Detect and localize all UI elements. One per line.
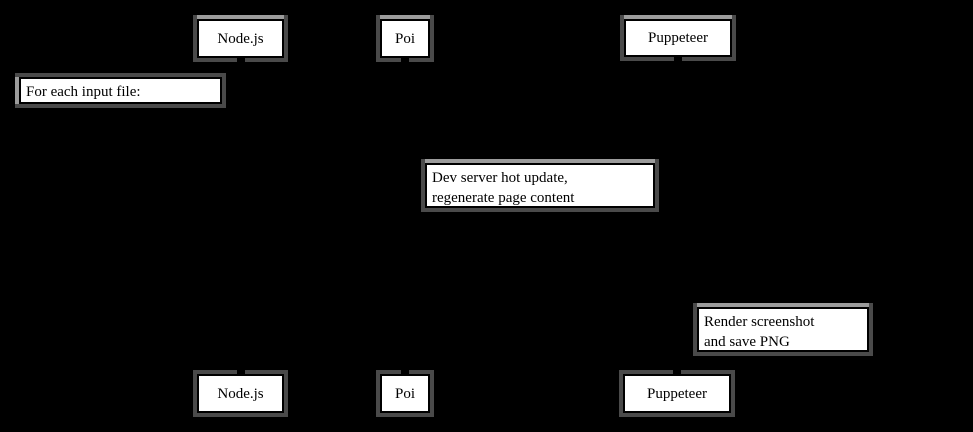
actor-box-nodejs-bottom: Node.js — [197, 370, 284, 413]
actor-box-nodejs-top: Node.js — [197, 19, 284, 62]
actor-label-puppeteer-bottom: Puppeteer — [647, 385, 707, 402]
actor-box-puppeteer-bottom: Puppeteer — [623, 370, 731, 413]
note-render-screenshot: Render screenshot and save PNG — [697, 307, 869, 352]
actor-label-puppeteer-top: Puppeteer — [648, 30, 708, 46]
actor-label-nodejs-bottom: Node.js — [217, 385, 264, 402]
lifeline-notch-puppeteer-bottom — [673, 370, 681, 376]
actor-label-poi-bottom: Poi — [394, 385, 415, 402]
actor-box-poi-top: Poi — [380, 19, 430, 62]
actor-box-puppeteer-top: Puppeteer — [624, 19, 732, 61]
lifeline-notch-puppeteer-top — [674, 55, 682, 61]
actor-label-poi-top: Poi — [394, 30, 415, 47]
note-dev-server: Dev server hot update, regenerate page c… — [425, 163, 655, 208]
lifeline-notch-nodejs-top — [236, 56, 245, 62]
note-dev-server-line-1: Dev server hot update, — [432, 170, 568, 186]
note-loop-label: For each input file: — [19, 77, 222, 104]
note-dev-server-line-2: regenerate page content — [432, 190, 575, 206]
lifeline-notch-poi-top — [401, 56, 409, 62]
note-loop-label-text: For each input file: — [26, 84, 141, 100]
actor-box-poi-bottom: Poi — [380, 370, 430, 413]
actor-label-nodejs-top: Node.js — [217, 30, 264, 47]
note-render-screenshot-line-1: Render screenshot — [704, 314, 815, 330]
lifeline-notch-poi-bottom — [401, 370, 409, 376]
note-render-screenshot-line-2: and save PNG — [704, 334, 790, 350]
lifeline-notch-nodejs-bottom — [236, 370, 245, 376]
